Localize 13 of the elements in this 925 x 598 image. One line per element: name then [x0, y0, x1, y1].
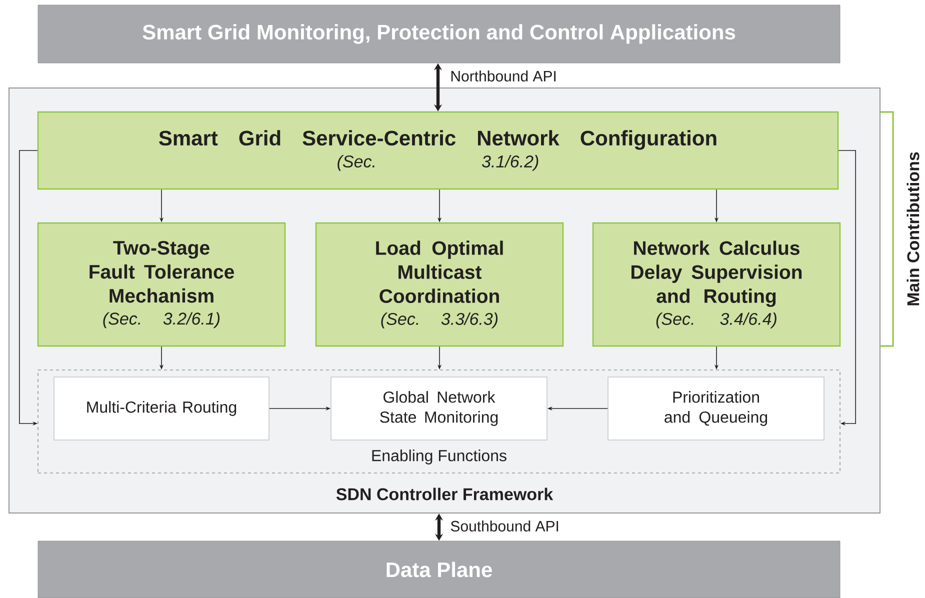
- edge-label: Northbound API: [449, 70, 558, 82]
- application-bar: Smart Grid Monitoring, Protection and Control Applications: [38, 4, 840, 64]
- function-box: Global Network State Monitoring: [330, 376, 548, 440]
- bracket-label: Main Contributions: [906, 152, 920, 306]
- contribution-box: Two-Stage Fault Tolerance Mechanism (Sec. 3.2/6.1): [37, 222, 286, 347]
- function-box: Multi-Criteria Routing: [54, 376, 270, 440]
- contribution-box: Network Calculus Delay Supervision and Routing (Sec. 3.4/6.4): [592, 222, 841, 347]
- arrow: [838, 150, 856, 426]
- data-plane-bar: Data Plane: [38, 540, 840, 598]
- contribution-box: Load Optimal Multicast Coordination (Sec. 3.3/6.3): [315, 222, 564, 347]
- edge-label: Southbound API: [449, 520, 560, 533]
- function-box: Prioritization and Queueing: [608, 376, 824, 440]
- contribution-box: Smart Grid Service-Centric Network Configuration (Sec. 3.1/6.2): [37, 111, 839, 190]
